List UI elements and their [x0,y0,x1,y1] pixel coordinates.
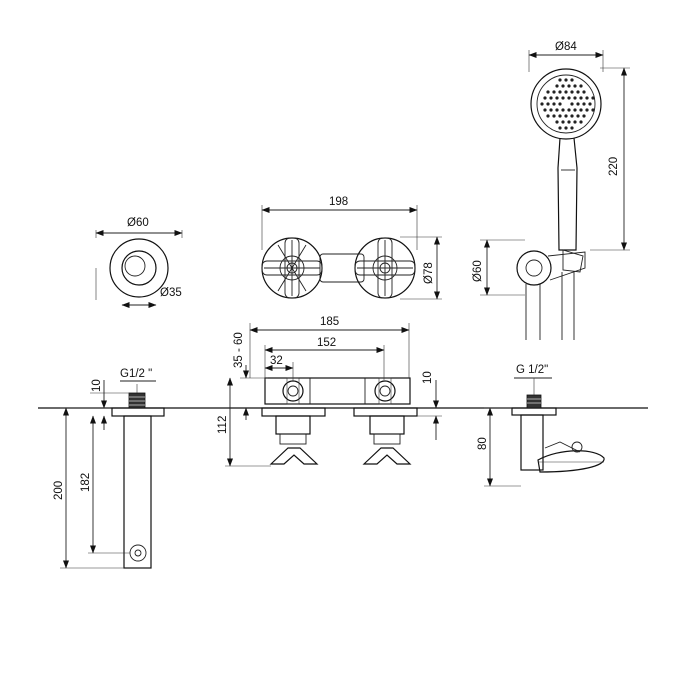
dim-spout-depth: 182 [80,473,92,492]
nozzle-dot [564,78,568,82]
dim-valves-center: 152 [317,337,336,349]
nozzle-dot [549,96,553,100]
dim-hand-shower-dia: Ø84 [555,41,577,53]
dim-shower-thread: G 1/2" [516,364,548,376]
nozzle-dot [570,114,574,118]
hand-shower-view [480,50,630,340]
nozzle-dot [570,78,574,82]
nozzle-dot [567,108,571,112]
dim-valves-span: 185 [320,316,339,328]
nozzle-dot [555,84,559,88]
nozzle-dot [579,96,583,100]
nozzle-dot [546,114,550,118]
nozzle-dot [582,102,586,106]
shower-nozzles [540,78,595,130]
nozzle-dot [585,96,589,100]
nozzle-dot [564,114,568,118]
nozzle-dot [588,102,592,106]
nozzle-dot [573,120,577,124]
nozzle-dot [579,120,583,124]
nozzle-dot [549,108,553,112]
nozzle-dot [546,90,550,94]
dim-valve-offset: 32 [270,355,283,367]
nozzle-dot [567,120,571,124]
nozzle-dot [555,96,559,100]
nozzle-dot [582,90,586,94]
nozzle-dot [552,114,556,118]
nozzle-dot [573,96,577,100]
valves-side-view [225,323,442,467]
nozzle-dot [552,90,556,94]
dim-shower-height: 80 [477,437,489,450]
dim-valves-adjust: 35 - 60 [233,332,245,368]
nozzle-dot [570,102,574,106]
dim-valve-rosette-thk: 10 [422,371,434,384]
nozzle-dot [570,90,574,94]
nozzle-dot [546,102,550,106]
shower-holder-side-view [484,377,605,487]
dim-valve-rosette-dia: Ø78 [423,262,435,284]
nozzle-dot [564,90,568,94]
dim-spout-total: 200 [53,481,65,500]
nozzle-dot [573,84,577,88]
nozzle-dot [561,96,565,100]
nozzle-dot [591,108,595,112]
nozzle-dot [582,114,586,118]
nozzle-dot [570,126,574,130]
nozzle-dot [558,114,562,118]
dim-top-rosette-inner: Ø35 [160,287,182,299]
nozzle-dot [561,120,565,124]
dim-valves-height: 112 [217,416,229,434]
nozzle-dot [540,102,544,106]
nozzle-dot [561,108,565,112]
dim-spout-thread: G1/2 " [120,368,152,380]
nozzle-dot [543,108,547,112]
nozzle-dot [585,108,589,112]
spout-rosette-top-view [95,230,183,308]
nozzle-dot [558,126,562,130]
nozzle-dot [573,108,577,112]
spout-side-view [60,380,165,569]
nozzle-dot [579,108,583,112]
nozzle-dot [564,126,568,130]
nozzle-dot [567,96,571,100]
nozzle-dot [552,102,556,106]
nozzle-dot [576,90,580,94]
nozzle-dot [555,120,559,124]
nozzle-dot [567,84,571,88]
nozzle-dot [576,102,580,106]
nozzle-dot [543,96,547,100]
nozzle-dot [558,78,562,82]
nozzle-dot [558,102,562,106]
dim-top-rosette-dia: Ø60 [127,217,149,229]
dim-valves-width: 198 [329,196,348,208]
dim-hose-holder-dia: Ø60 [472,260,484,282]
dim-hand-shower-height: 220 [608,157,620,176]
nozzle-dot [558,90,562,94]
nozzle-dot [576,114,580,118]
nozzle-dot [579,84,583,88]
valves-top-view [261,205,442,300]
nozzle-dot [591,96,595,100]
dim-spout-rosette-thk: 10 [91,379,103,392]
nozzle-dot [561,84,565,88]
nozzle-dot [555,108,559,112]
